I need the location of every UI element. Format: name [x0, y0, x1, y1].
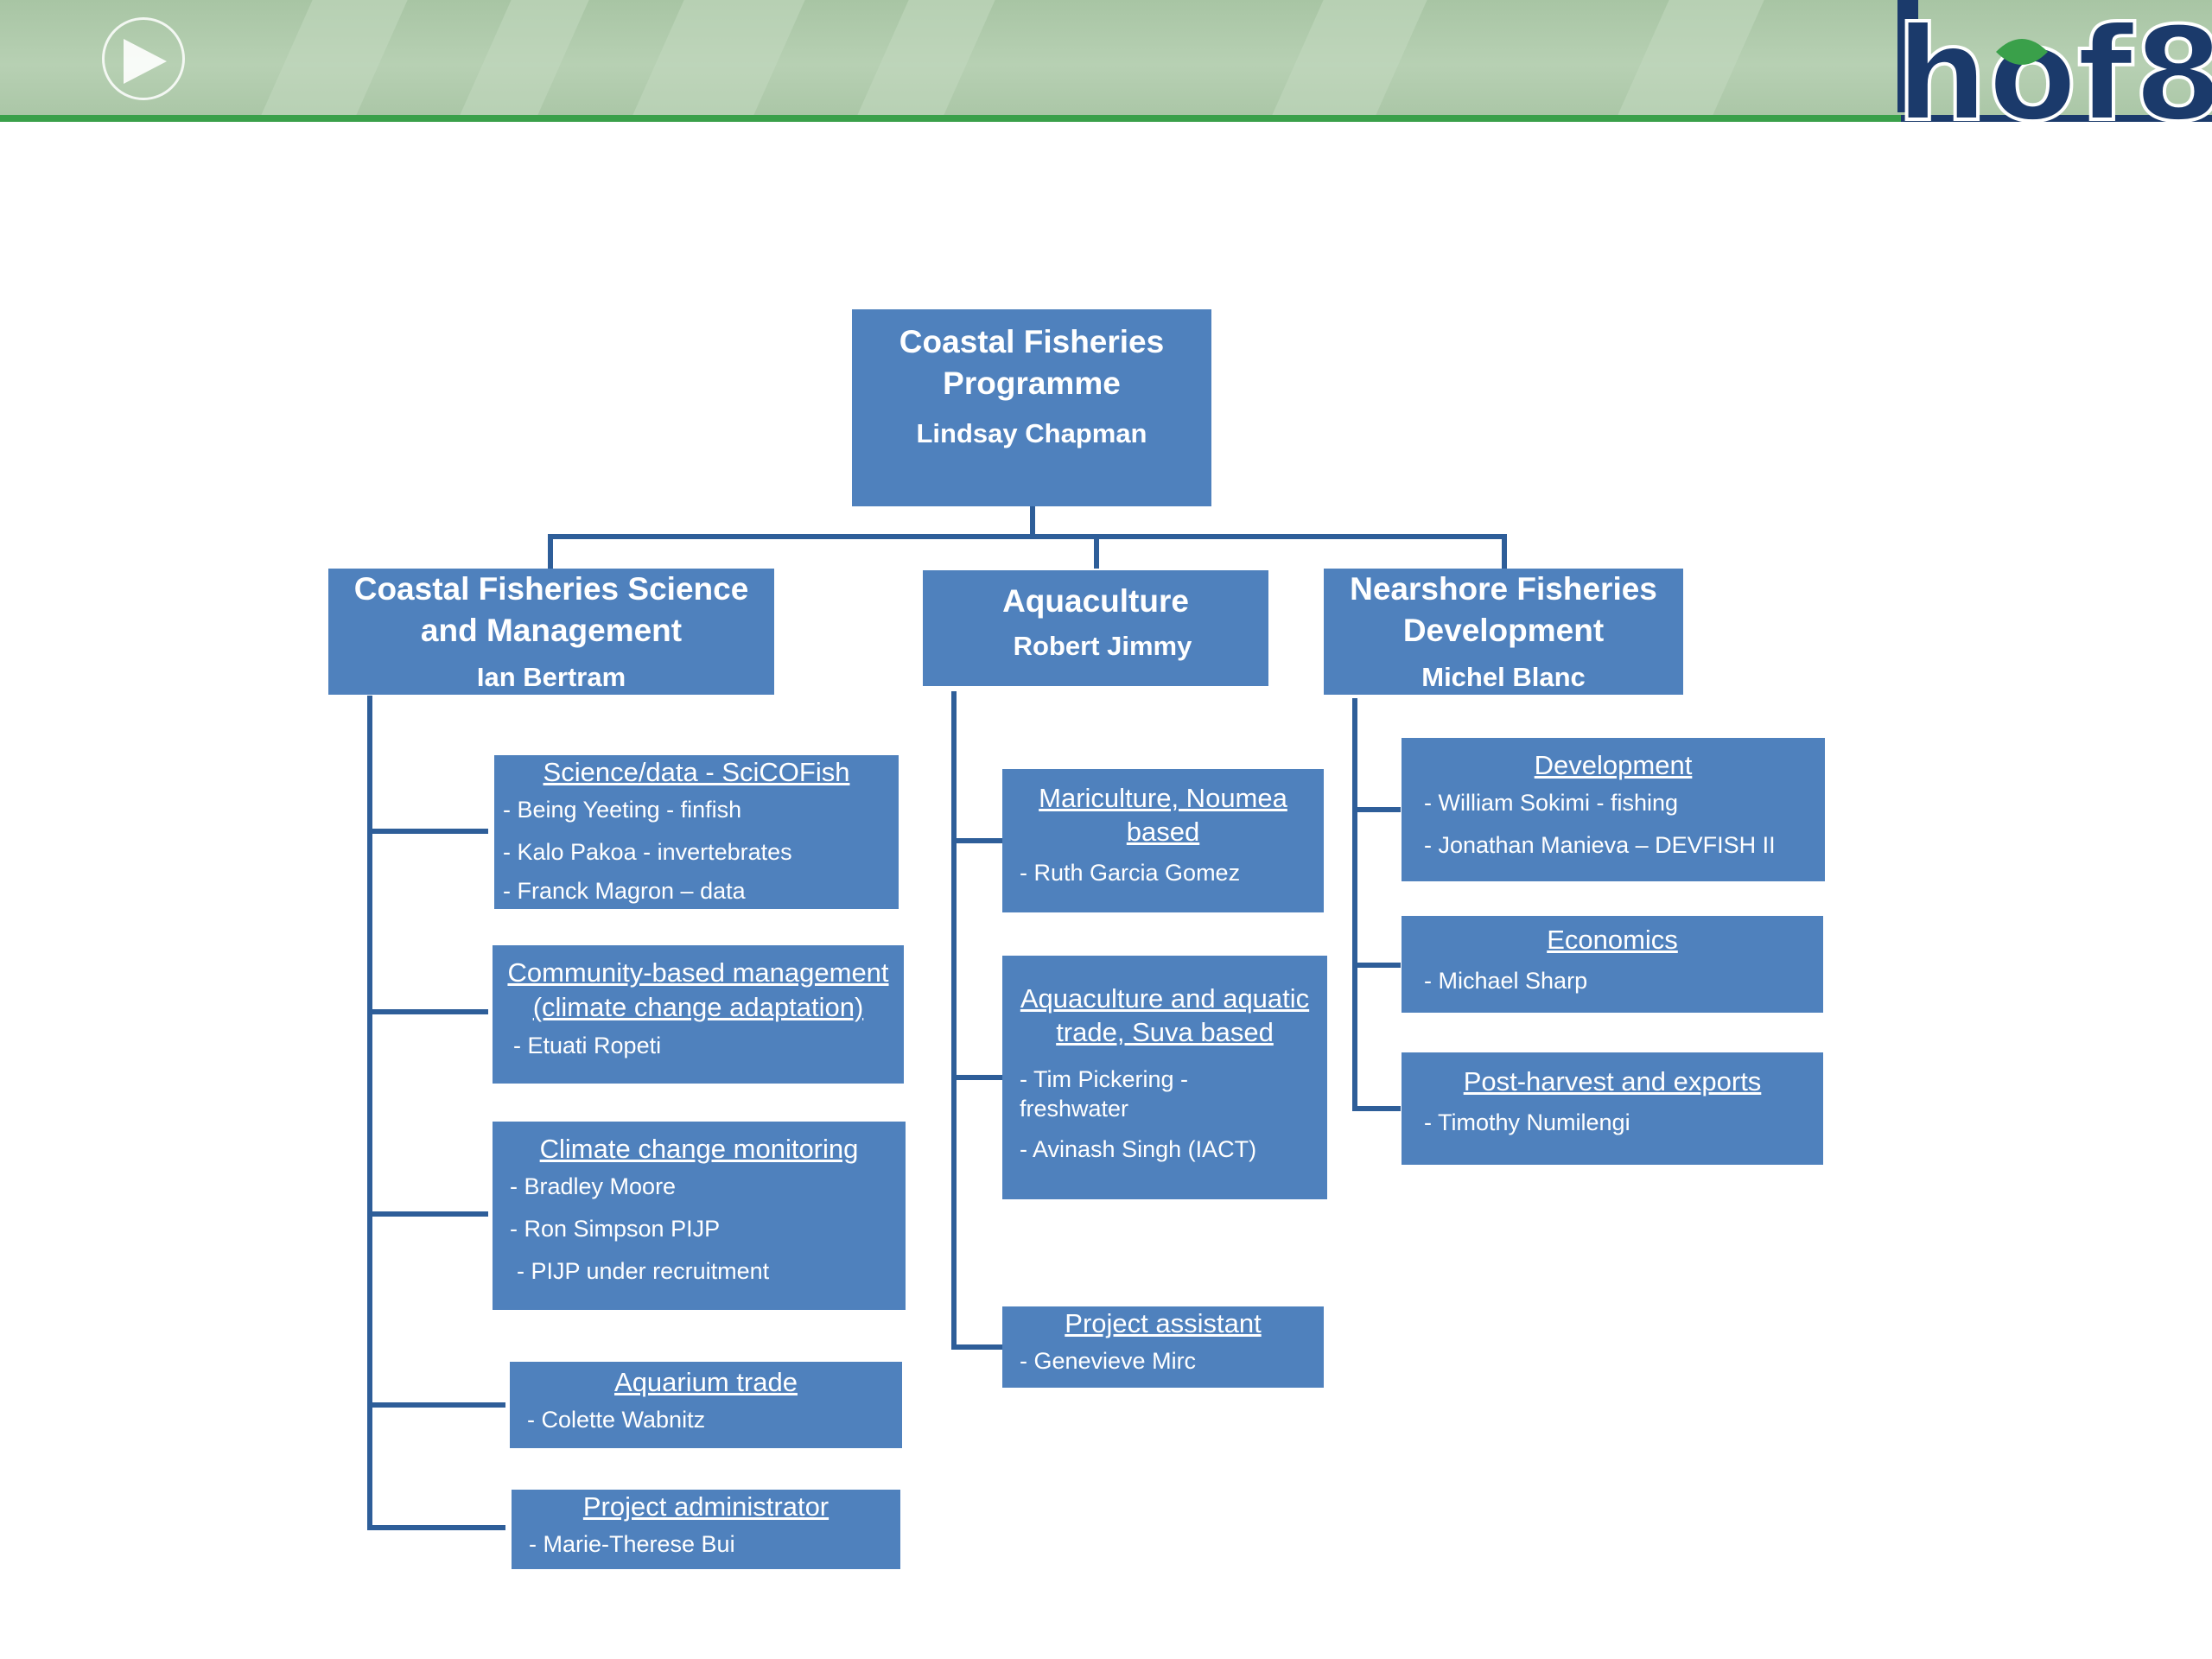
unit-member: - Genevieve Mirc	[1020, 1348, 1197, 1374]
unit-member: - Being Yeeting - finfish	[503, 797, 742, 823]
connector-line	[1030, 506, 1035, 537]
unit-title: Aquaculture and aquatic trade, Suva base…	[1020, 983, 1310, 1047]
connector-line	[951, 691, 957, 1350]
unit-box: Project administrator - Marie-Therese Bu…	[512, 1490, 900, 1569]
unit-member: - William Sokimi - fishing	[1424, 790, 1679, 816]
section-box-aquaculture: Aquaculture Robert Jimmy	[923, 570, 1268, 686]
section-title: Aquaculture	[1002, 583, 1189, 619]
hof8-logo: hof8	[1894, 0, 2212, 152]
unit-box: Aquarium trade - Colette Wabnitz	[510, 1362, 902, 1448]
connector-line	[951, 1075, 1003, 1080]
section-box-nearshore: Nearshore Fisheries Development Michel B…	[1324, 569, 1683, 695]
unit-title: Mariculture, Noumea based	[1039, 783, 1287, 847]
unit-box: Aquaculture and aquatic trade, Suva base…	[1002, 956, 1327, 1199]
unit-box: Climate change monitoring - Bradley Moor…	[493, 1122, 906, 1310]
unit-title: Science/data - SciCOFish	[543, 757, 850, 787]
banner-watermark-shape	[849, 0, 1001, 118]
connector-line	[1352, 807, 1401, 812]
unit-member: - Tim Pickering - freshwater	[1020, 1066, 1189, 1122]
banner-watermark-shape	[451, 0, 594, 118]
header-banner	[0, 0, 2212, 118]
unit-member: - Avinash Singh (IACT)	[1020, 1136, 1257, 1162]
unit-member: - PIJP under recruitment	[517, 1258, 770, 1284]
connector-line	[1352, 1106, 1401, 1111]
programme-title: Coastal Fisheries Programme	[899, 324, 1165, 401]
section-head: Michel Blanc	[1421, 662, 1586, 692]
unit-box: Economics - Michael Sharp	[1402, 916, 1823, 1013]
banner-watermark-shape	[1263, 0, 1433, 118]
banner-watermark-shape	[252, 0, 413, 118]
header-stripe-navy	[1901, 115, 2212, 122]
section-head: Robert Jimmy	[1013, 631, 1192, 661]
unit-member: - Franck Magron – data	[503, 878, 746, 904]
unit-member: - Michael Sharp	[1424, 968, 1588, 994]
connector-line	[367, 829, 488, 834]
unit-member: - Bradley Moore	[510, 1173, 677, 1199]
unit-member: - Timothy Numilengi	[1424, 1109, 1630, 1135]
unit-title: Aquarium trade	[614, 1367, 798, 1397]
unit-member: - Etuati Ropeti	[513, 1033, 662, 1058]
connector-line	[367, 1402, 505, 1408]
unit-member: - Kalo Pakoa - invertebrates	[503, 839, 792, 865]
section-box-science: Coastal Fisheries Science and Management…	[328, 569, 774, 695]
unit-box: Project assistant - Genevieve Mirc	[1002, 1306, 1324, 1388]
connector-line	[367, 1009, 488, 1014]
unit-title: Development	[1534, 750, 1693, 780]
unit-box: Science/data - SciCOFish - Being Yeeting…	[494, 755, 899, 909]
connector-line	[1352, 963, 1401, 968]
unit-box: Development - William Sokimi - fishing -…	[1402, 738, 1825, 881]
connector-line	[367, 1211, 488, 1217]
unit-box: Community-based management (climate chan…	[493, 945, 904, 1084]
connector-line	[367, 696, 372, 1530]
section-head: Ian Bertram	[476, 662, 626, 692]
header-stripe-green	[0, 115, 1901, 122]
unit-box: Mariculture, Noumea based - Ruth Garcia …	[1002, 769, 1324, 912]
unit-member: - Jonathan Manieva – DEVFISH II	[1424, 832, 1776, 858]
banner-watermark-shape	[1609, 0, 1770, 118]
unit-title: Economics	[1547, 925, 1678, 955]
spc-seal-logo	[102, 17, 185, 100]
connector-line	[951, 1344, 1003, 1350]
unit-title: Project administrator	[582, 1491, 830, 1522]
connector-line	[1094, 534, 1099, 569]
unit-title: Community-based management (climate chan…	[507, 957, 889, 1022]
unit-member: - Marie-Therese Bui	[529, 1531, 735, 1557]
unit-member: - Colette Wabnitz	[527, 1407, 706, 1433]
unit-title: Post-harvest and exports	[1463, 1066, 1762, 1096]
section-title: Coastal Fisheries Science and Management	[353, 571, 749, 648]
connector-line	[548, 534, 1507, 539]
programme-box: Coastal Fisheries Programme Lindsay Chap…	[852, 309, 1211, 506]
unit-member: - Ruth Garcia Gomez	[1020, 860, 1241, 886]
hof8-logo-text: hof8	[1896, 0, 2212, 150]
connector-line	[1502, 534, 1507, 569]
programme-head: Lindsay Chapman	[916, 418, 1147, 448]
connector-line	[1352, 698, 1357, 1111]
unit-title: Climate change monitoring	[539, 1134, 859, 1164]
connector-line	[951, 838, 1003, 843]
unit-member: - Ron Simpson PIJP	[510, 1216, 721, 1242]
banner-watermark-shape	[624, 0, 810, 118]
connector-line	[367, 1525, 505, 1530]
unit-box: Post-harvest and exports - Timothy Numil…	[1402, 1052, 1823, 1165]
connector-line	[548, 534, 553, 569]
section-title: Nearshore Fisheries Development	[1350, 571, 1657, 648]
unit-title: Project assistant	[1065, 1308, 1262, 1338]
